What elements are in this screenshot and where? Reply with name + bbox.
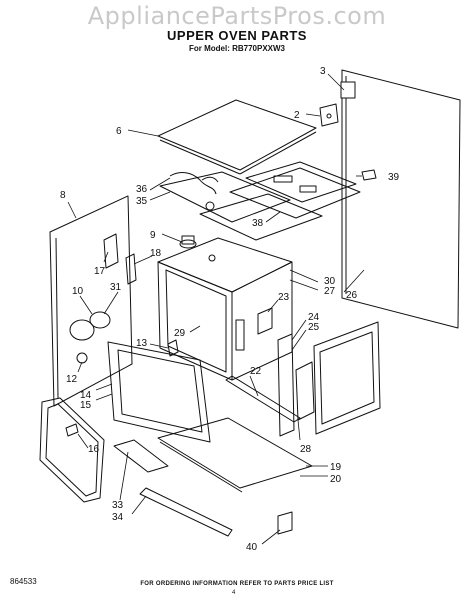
callout-14: 14 — [80, 390, 92, 401]
callout-10: 10 — [72, 286, 84, 297]
callout-39: 39 — [388, 172, 400, 183]
clip-16 — [65, 423, 79, 437]
element-23 — [257, 307, 273, 335]
wire-harness — [169, 172, 219, 211]
callout-35: 35 — [136, 196, 148, 207]
door-liner — [295, 321, 381, 435]
rail-22 — [225, 375, 301, 423]
callout-6: 6 — [116, 126, 122, 137]
top-panel — [157, 99, 317, 175]
leader-lines — [67, 73, 365, 545]
callout-20: 20 — [330, 474, 342, 485]
callout-26: 26 — [346, 290, 358, 301]
trim-34 — [139, 487, 233, 537]
diagram-code: 864533 — [10, 577, 37, 586]
bottom-panel — [157, 417, 313, 493]
callout-17: 17 — [94, 266, 106, 277]
latch-bracket — [277, 333, 295, 437]
callout-12: 12 — [66, 374, 78, 385]
callout-15: 15 — [80, 400, 92, 411]
callout-33: 33 — [112, 500, 124, 511]
clip-39 — [361, 169, 377, 181]
callout-28: 28 — [300, 444, 312, 455]
side-panel-right — [340, 69, 461, 329]
callout-40: 40 — [246, 542, 258, 553]
callout-30: 30 — [324, 276, 336, 287]
bracket-13 — [167, 339, 179, 357]
callout-19: 19 — [330, 462, 342, 473]
watermark: AppliancePartsPros.com — [87, 2, 387, 30]
callout-36: 36 — [136, 184, 148, 195]
bracket-40 — [277, 511, 293, 535]
vent-33 — [113, 439, 169, 473]
callout-23: 23 — [278, 292, 290, 303]
callout-27: 27 — [324, 286, 336, 297]
callout-8: 8 — [60, 190, 66, 201]
callout-labels: 3 2 39 6 36 35 38 8 9 17 18 30 27 26 10 … — [60, 66, 400, 553]
callout-9: 9 — [150, 230, 156, 241]
callout-31: 31 — [110, 282, 122, 293]
callout-13: 13 — [136, 338, 148, 349]
callout-22: 22 — [250, 366, 262, 377]
light-assembly — [69, 311, 111, 364]
bracket-small — [319, 103, 339, 127]
callout-34: 34 — [112, 512, 124, 523]
bracket-18 — [125, 253, 137, 285]
callout-24: 24 — [308, 312, 320, 323]
page-title: UPPER OVEN PARTS — [167, 28, 307, 43]
page-number: 4 — [232, 590, 236, 596]
callout-25: 25 — [308, 322, 320, 333]
callout-3: 3 — [320, 66, 326, 77]
callout-2: 2 — [294, 110, 300, 121]
callout-29: 29 — [174, 328, 186, 339]
callout-18: 18 — [150, 248, 162, 259]
ordering-note: FOR ORDERING INFORMATION REFER TO PARTS … — [140, 581, 334, 587]
model-subtitle: For Model: RB770PXXW3 — [188, 44, 285, 53]
callout-38: 38 — [252, 218, 264, 229]
bracket-17 — [103, 233, 119, 269]
oven-light-socket — [179, 235, 197, 249]
door-gasket — [39, 397, 105, 503]
callout-16: 16 — [88, 444, 100, 455]
side-panel-left — [49, 195, 133, 407]
